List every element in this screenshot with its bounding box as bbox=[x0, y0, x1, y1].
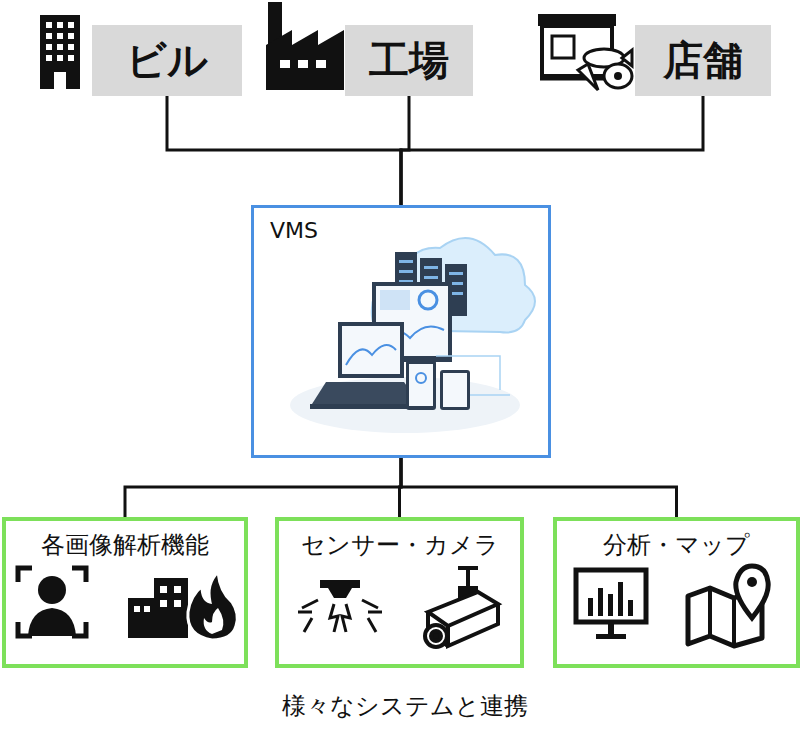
building-icon bbox=[40, 15, 80, 89]
site-label: ビル bbox=[92, 25, 242, 96]
site-label: 店舗 bbox=[635, 25, 771, 96]
connector-line bbox=[167, 96, 401, 205]
box-heading: センサー・カメラ bbox=[301, 529, 499, 561]
connector-line bbox=[401, 96, 703, 205]
site-label: 工場 bbox=[345, 25, 473, 96]
function-box: 各画像解析機能 bbox=[2, 517, 248, 668]
sensor-icon bbox=[298, 580, 382, 632]
connector-line bbox=[401, 458, 677, 517]
function-box: センサー・カメラ bbox=[275, 517, 524, 668]
site-name: 店舗 bbox=[663, 33, 743, 88]
map-icon bbox=[688, 566, 768, 646]
caption: 様々なシステムと連携 bbox=[282, 690, 528, 722]
vms-box: VMS bbox=[251, 205, 551, 458]
vms-illustration bbox=[290, 238, 535, 433]
site-name: 工場 bbox=[369, 33, 449, 88]
face-scan-icon bbox=[18, 568, 86, 636]
box-heading: 各画像解析機能 bbox=[41, 529, 209, 561]
factory-icon bbox=[266, 2, 344, 90]
function-box: 分析・マップ bbox=[553, 517, 800, 668]
shop-icon bbox=[538, 14, 632, 90]
box-heading: 分析・マップ bbox=[603, 529, 750, 561]
box-heading: VMS bbox=[270, 218, 318, 243]
site-name: ビル bbox=[126, 33, 208, 88]
chart-monitor-icon bbox=[576, 570, 646, 639]
building-fire-icon bbox=[128, 572, 237, 640]
camera-icon bbox=[425, 568, 498, 647]
connector-line bbox=[125, 458, 401, 517]
